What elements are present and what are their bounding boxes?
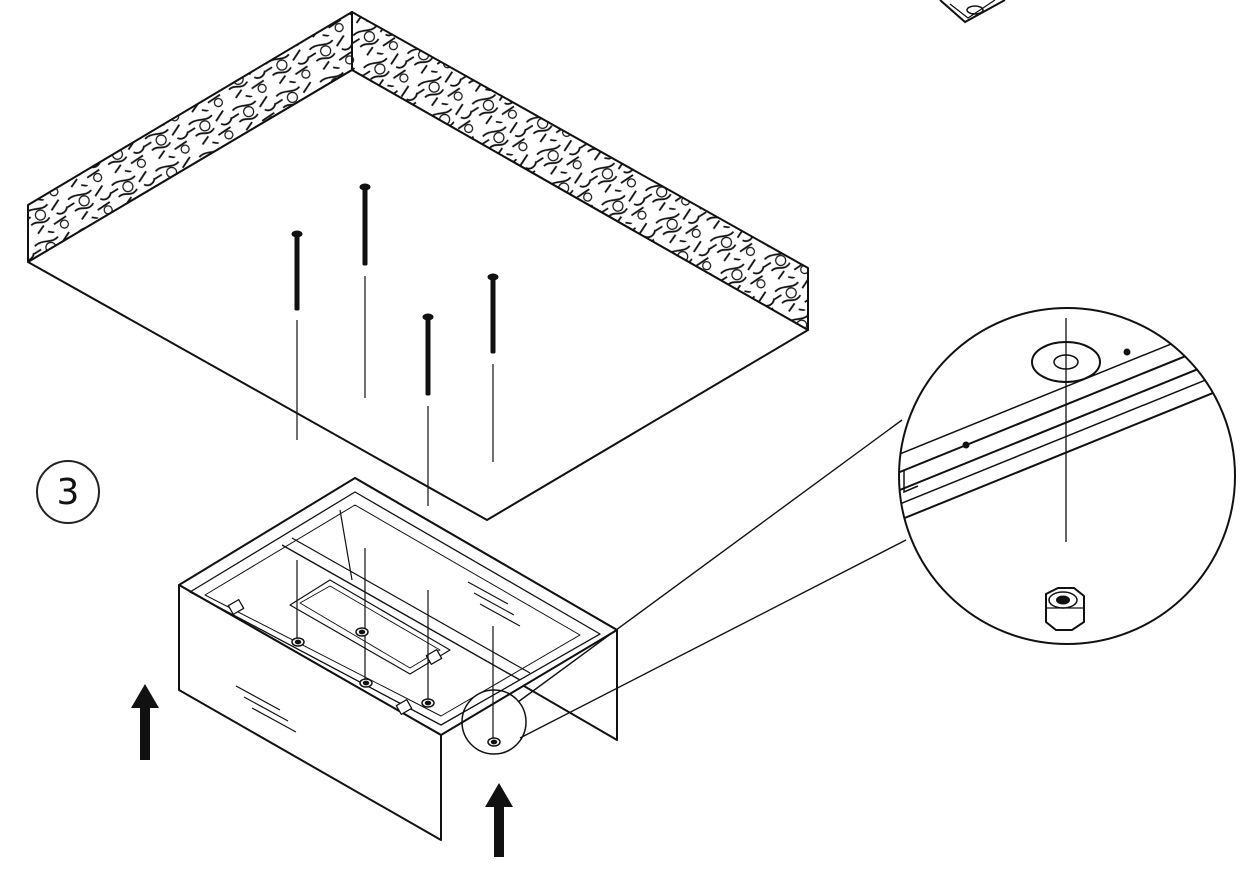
detail-circle-icon (898, 307, 1236, 645)
cabinet-front-panel (178, 584, 442, 841)
detail-source-circle (461, 689, 527, 755)
countertop-slab (27, 11, 809, 521)
step-number: 3 (56, 471, 80, 513)
hex-nut-icon (355, 627, 369, 637)
slab-underside (27, 69, 809, 521)
screw-icon (291, 230, 303, 440)
hex-nut-icon (359, 678, 373, 688)
screw-icon (487, 273, 499, 462)
screw-icon (422, 313, 434, 506)
cabinet-base (178, 477, 618, 841)
hex-nut-icon (291, 637, 305, 647)
cabinet-nuts (291, 548, 501, 747)
screws (291, 183, 499, 506)
hex-nut-icon (421, 698, 435, 708)
detail-leader-lines (517, 419, 907, 739)
arrow-up-icon (485, 783, 513, 857)
hex-nut-icon (1045, 587, 1085, 631)
screw-icon (359, 183, 371, 398)
hex-nut-icon (487, 737, 501, 747)
arrow-up-icon (131, 684, 159, 760)
step-number-badge: 3 (36, 460, 100, 524)
partial-component-top-right (939, 0, 1006, 24)
